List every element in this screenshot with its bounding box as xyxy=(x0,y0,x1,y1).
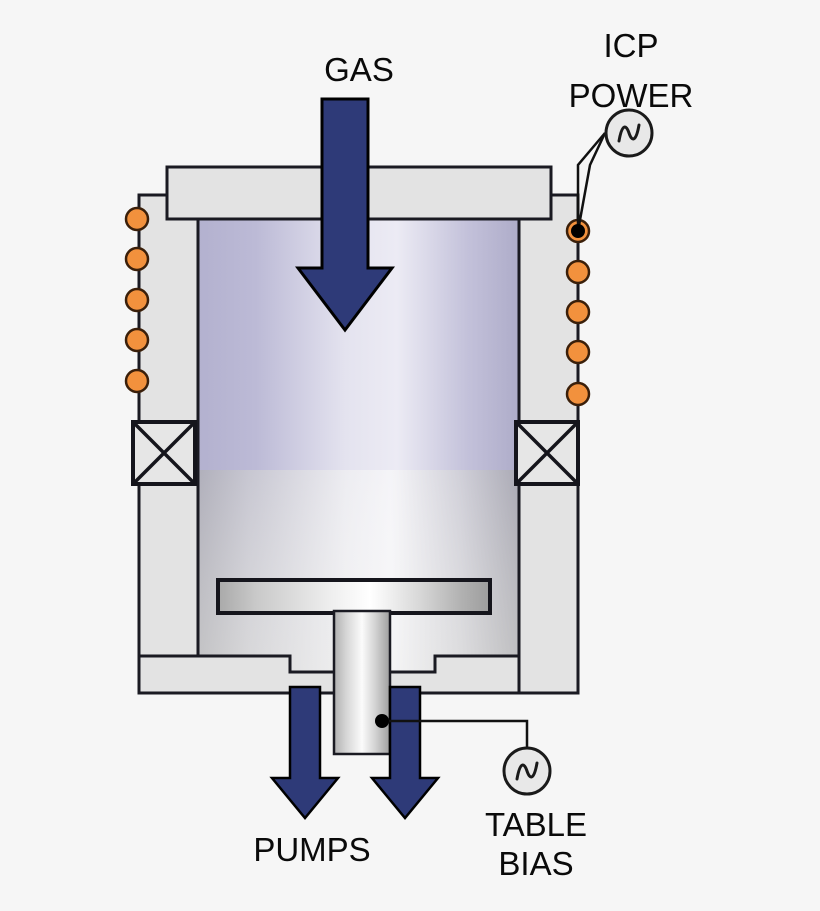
valve-right xyxy=(514,420,580,486)
table-bias-circuit xyxy=(375,714,552,796)
coil-right-3 xyxy=(565,299,591,325)
pumps-label: PUMPS xyxy=(253,831,370,868)
coil-left-5 xyxy=(124,368,150,394)
left-valve-cross xyxy=(131,420,197,486)
coil-left-1 xyxy=(124,206,150,232)
coil-left-3 xyxy=(124,287,150,313)
coil-left-2 xyxy=(124,246,150,272)
coil-right-2 xyxy=(565,259,591,285)
table-bias-label-line2: BIAS xyxy=(498,845,573,882)
coil-right-5 xyxy=(565,381,591,407)
pedestal-shaft xyxy=(332,609,392,756)
valve-left xyxy=(131,420,197,486)
pump-arrow-right xyxy=(369,685,441,820)
table-bias-sine-icon xyxy=(515,761,539,781)
icp-power-wire xyxy=(576,132,607,232)
icp-power-label-line1: ICP xyxy=(603,27,658,64)
icp-power-label-line2: POWER xyxy=(569,77,694,114)
icp-coil-bank-left xyxy=(124,206,150,394)
icp-power-node-dot xyxy=(571,224,585,238)
wafer-table-platen xyxy=(216,578,492,615)
chamber-bottom-plate-front xyxy=(137,654,521,695)
table-bias-wire xyxy=(382,719,529,748)
coil-left-4 xyxy=(124,327,150,353)
right-valve-cross xyxy=(514,420,580,486)
gas-inlet-arrow xyxy=(294,97,396,333)
table-bias-node-dot xyxy=(375,714,389,728)
pump-arrow-left xyxy=(269,685,341,820)
icp-power-sine-icon xyxy=(617,123,641,143)
gas-label: GAS xyxy=(324,51,394,88)
icp-power-wire-leg xyxy=(576,132,606,231)
icp-power-circuit xyxy=(571,108,654,238)
table-bias-label-line1: TABLE xyxy=(485,806,587,843)
coil-right-4 xyxy=(565,339,591,365)
